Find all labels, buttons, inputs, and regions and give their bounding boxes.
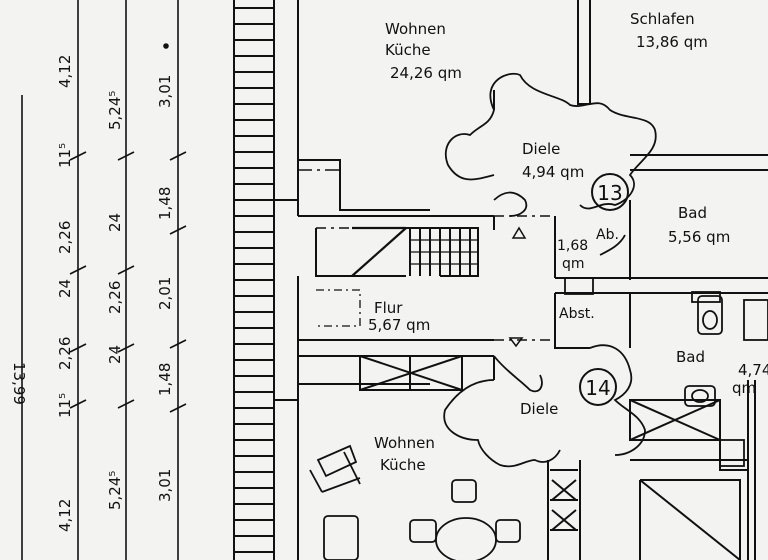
dim-col3-4: 1,48	[156, 363, 174, 396]
chair-4	[495, 519, 521, 543]
dim-col2-4: 24	[106, 345, 124, 364]
room-schlafen-name: Schlafen	[630, 10, 695, 28]
dining-table	[435, 517, 497, 560]
dim-col1-7: 4,12	[56, 499, 74, 532]
room-wohnen-bottom-name2: Küche	[380, 456, 426, 474]
armchair	[323, 515, 359, 560]
room-wohnen-top-name2: Küche	[385, 41, 431, 59]
dim-col3-1: 3,01	[156, 75, 174, 108]
dim-col1-6: 11⁵	[56, 393, 74, 418]
dim-col3-2: 1,48	[156, 187, 174, 220]
chair-3	[409, 519, 437, 543]
dim-col1-1: 4,12	[56, 55, 74, 88]
room-abst-name: Abst.	[559, 306, 595, 322]
room-diele-bottom-name: Diele	[520, 400, 558, 418]
door-swings	[443, 72, 657, 468]
interior-walls	[274, 0, 768, 560]
dim-col2-1: 5,24⁵	[106, 91, 124, 130]
room-bad-top-area: 5,56 qm	[668, 228, 730, 246]
cabinet	[719, 439, 745, 467]
dimension-dot	[163, 43, 169, 49]
room-ab-name: Ab.	[596, 227, 619, 243]
unit-markers: 13 14	[508, 173, 629, 406]
dim-col1-4: 24	[56, 279, 74, 298]
toilet-top	[697, 295, 723, 335]
stair-arrow-up	[511, 226, 527, 239]
dimension-texts: 4,12 11⁵ 2,26 24 2,26 11⁵ 4,12 5,24⁵ 24 …	[10, 55, 174, 532]
unit-marker-14	[579, 368, 617, 406]
room-wohnen-bottom-name1: Wohnen	[374, 434, 435, 452]
unit-13-label: 13	[597, 181, 622, 205]
room-labels: Wohnen Küche 24,26 qm Schlafen 13,86 qm …	[368, 10, 768, 474]
dim-total: 13,99	[10, 362, 28, 405]
shower	[743, 299, 768, 341]
chair-1	[316, 444, 358, 478]
dim-col2-5: 5,24⁵	[106, 471, 124, 510]
room-small-area2: qm	[562, 256, 585, 272]
unit-14-label: 14	[585, 376, 610, 400]
room-wohnen-top-name1: Wohnen	[385, 20, 446, 38]
dimension-chains	[21, 0, 187, 560]
room-small-area1: 1,68	[557, 238, 588, 254]
toilet-bottom	[684, 385, 716, 407]
room-wohnen-top-area: 24,26 qm	[390, 64, 462, 82]
dim-col1-5: 2,26	[56, 337, 74, 370]
room-flur-name: Flur	[374, 299, 403, 317]
dim-col2-3: 2,26	[106, 281, 124, 314]
fixtures	[309, 277, 768, 560]
room-flur-area: 5,67 qm	[368, 316, 430, 334]
room-bad-top-name: Bad	[678, 204, 707, 222]
dim-col2-2: 24	[106, 213, 124, 232]
room-bad-bottom-name: Bad	[676, 348, 705, 366]
stair-arrow-down	[508, 337, 524, 348]
dim-col3-5: 3,01	[156, 469, 174, 502]
chimney	[564, 277, 594, 295]
dim-col3-3: 2,01	[156, 277, 174, 310]
ticks-col1	[69, 151, 87, 409]
ticks-col3	[169, 151, 187, 413]
room-bad-bottom-area2: qm	[732, 379, 756, 397]
room-diele-top-area: 4,94 qm	[522, 163, 584, 181]
room-bad-bottom-area1: 4,74	[738, 361, 768, 379]
room-schlafen-area: 13,86 qm	[636, 33, 708, 51]
unit-marker-13	[591, 173, 629, 211]
dim-col1-2: 11⁵	[56, 143, 74, 168]
ticks-col2	[117, 151, 135, 409]
dim-col1-3: 2,26	[56, 221, 74, 254]
room-diele-top-name: Diele	[522, 140, 560, 158]
chair-2	[451, 479, 477, 503]
